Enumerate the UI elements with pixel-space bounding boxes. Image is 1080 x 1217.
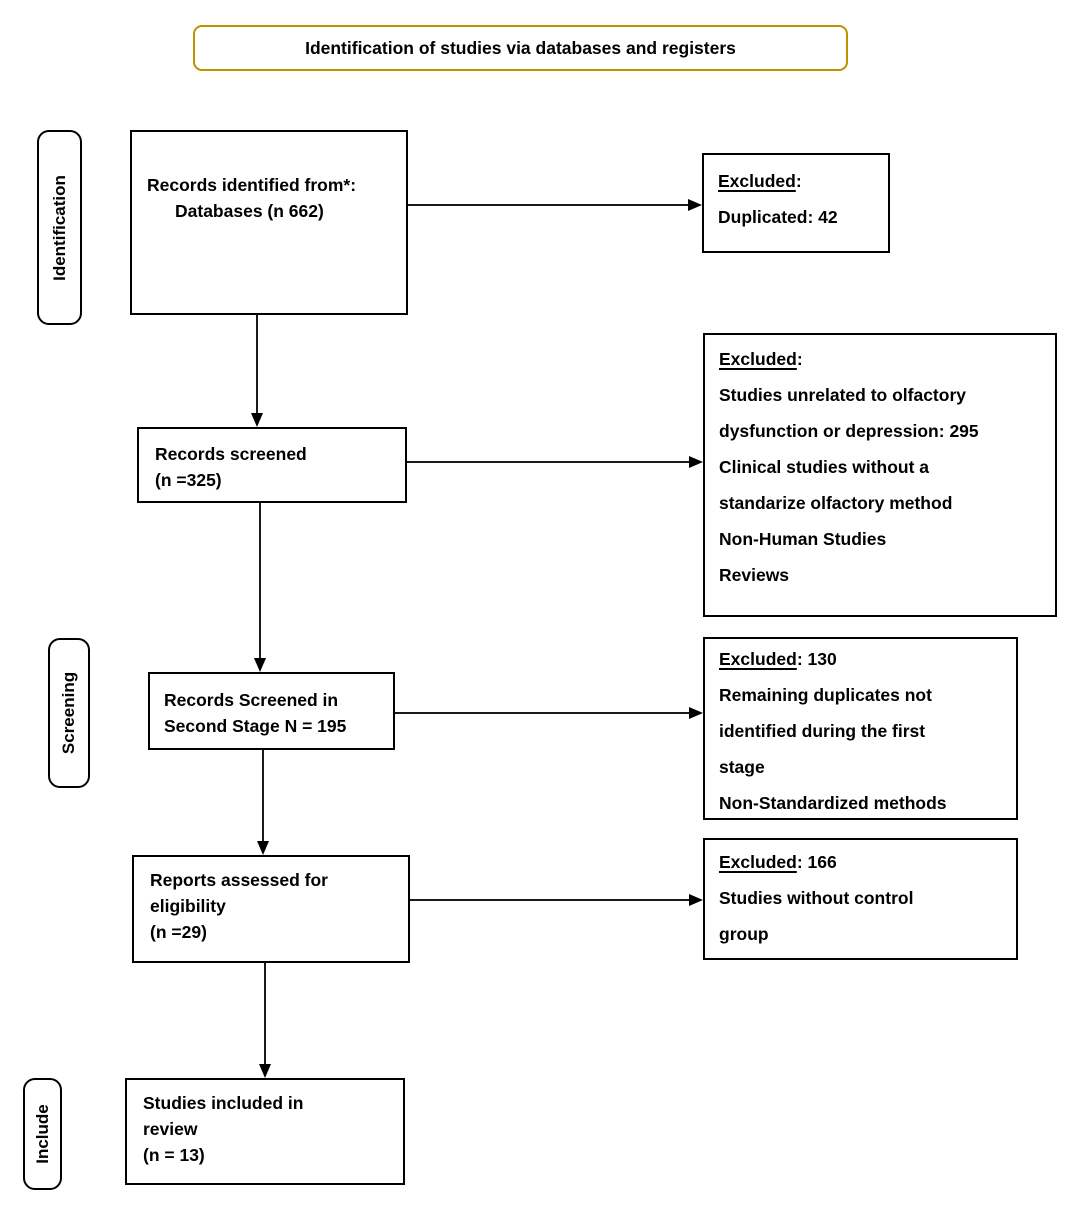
stage-label-screening: Screening xyxy=(48,638,90,788)
excluded-second-stage-line4: Non-Standardized methods xyxy=(719,793,947,813)
records-screened-line1: Records screened xyxy=(155,444,307,464)
records-screened-line2: (n =325) xyxy=(155,470,222,490)
excluded-second-stage-line3: stage xyxy=(719,757,765,777)
excluded-second-stage-line2: identified during the first xyxy=(719,721,926,741)
records-identified-line2: Databases (n 662) xyxy=(175,201,324,221)
excluded-heading-suffix: : xyxy=(795,171,802,191)
excluded-heading-word: Excluded xyxy=(719,852,797,872)
reports-assessed-box: Reports assessed for eligibility (n =29) xyxy=(132,855,410,963)
arrow-identified-to-screened xyxy=(256,315,258,425)
excluded-eligibility-box: Excluded: 166 Studies without control gr… xyxy=(703,838,1018,960)
arrow-reports-to-included xyxy=(264,963,266,1076)
excluded-first-stage-line2: dysfunction or depression: 295 xyxy=(719,421,979,441)
excluded-duplicates-line1: Duplicated: 42 xyxy=(718,207,838,227)
second-stage-screening-box: Records Screened in Second Stage N = 195 xyxy=(148,672,395,750)
arrow-screened-to-excluded xyxy=(407,461,701,463)
excluded-duplicates-heading: Excluded: xyxy=(718,163,880,199)
diagram-title-box: Identification of studies via databases … xyxy=(193,25,848,71)
excluded-first-stage-line1: Studies unrelated to olfactory xyxy=(719,385,966,405)
excluded-second-stage-heading: Excluded: 130 xyxy=(719,641,1008,677)
excluded-second-stage-box: Excluded: 130 Remaining duplicates not i… xyxy=(703,637,1018,820)
stage-label-include-text: Include xyxy=(32,1104,52,1164)
studies-included-line2: review xyxy=(143,1119,198,1139)
excluded-heading-suffix: : 166 xyxy=(796,852,837,872)
studies-included-box: Studies included in review (n = 13) xyxy=(125,1078,405,1185)
excluded-first-stage-line3: Clinical studies without a xyxy=(719,457,930,477)
excluded-heading-suffix: : xyxy=(796,349,803,369)
excluded-eligibility-line2: group xyxy=(719,924,769,944)
excluded-first-stage-line6: Reviews xyxy=(719,565,790,585)
stage-label-identification: Identification xyxy=(37,130,82,325)
stage-label-identification-text: Identification xyxy=(49,174,69,281)
excluded-second-stage-line1: Remaining duplicates not xyxy=(719,685,932,705)
arrow-second-stage-to-reports xyxy=(262,750,264,853)
excluded-heading-word: Excluded xyxy=(718,171,796,191)
second-stage-line1: Records Screened in xyxy=(164,690,339,710)
excluded-first-stage-line5: Non-Human Studies xyxy=(719,529,887,549)
excluded-duplicates-box: Excluded: Duplicated: 42 xyxy=(702,153,890,253)
excluded-heading-word: Excluded xyxy=(719,649,797,669)
arrow-identified-to-duplicates xyxy=(408,204,700,206)
stage-label-screening-text: Screening xyxy=(59,671,79,755)
records-screened-box: Records screened (n =325) xyxy=(137,427,407,503)
studies-included-line3: (n = 13) xyxy=(143,1145,205,1165)
diagram-title: Identification of studies via databases … xyxy=(305,37,736,58)
reports-assessed-line2: eligibility xyxy=(150,896,226,916)
studies-included-line1: Studies included in xyxy=(143,1093,304,1113)
excluded-first-stage-line4: standarize olfactory method xyxy=(719,493,953,513)
excluded-first-stage-heading: Excluded: xyxy=(719,341,1047,377)
reports-assessed-line1: Reports assessed for xyxy=(150,870,328,890)
arrow-screened-to-second-stage xyxy=(259,503,261,670)
reports-assessed-line3: (n =29) xyxy=(150,922,207,942)
second-stage-line2: Second Stage N = 195 xyxy=(164,716,347,736)
excluded-eligibility-heading: Excluded: 166 xyxy=(719,844,1008,880)
excluded-first-stage-box: Excluded: Studies unrelated to olfactory… xyxy=(703,333,1057,617)
stage-label-include: Include xyxy=(23,1078,62,1190)
excluded-heading-suffix: : 130 xyxy=(796,649,837,669)
excluded-heading-word: Excluded xyxy=(719,349,797,369)
records-identified-box: Records identified from*: Databases (n 6… xyxy=(130,130,408,315)
records-identified-line1: Records identified from*: xyxy=(147,175,357,195)
arrow-reports-to-excluded xyxy=(410,899,701,901)
excluded-eligibility-line1: Studies without control xyxy=(719,888,914,908)
arrow-second-stage-to-excluded xyxy=(395,712,701,714)
